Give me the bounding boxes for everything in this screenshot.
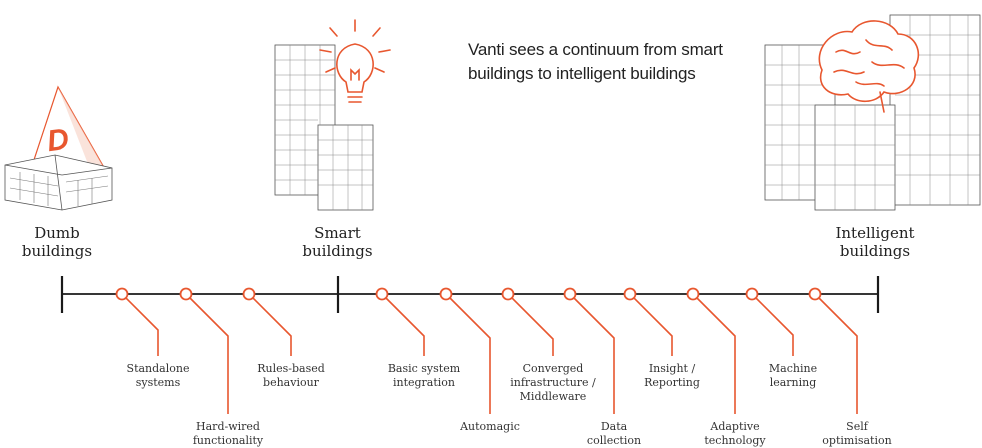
stage-connector	[751, 293, 794, 356]
stage-label-line: optimisation	[822, 434, 892, 447]
stage-label-line: Standalone	[126, 362, 190, 375]
stage-connector	[814, 293, 858, 414]
stage-label-line: Rules-based	[257, 362, 325, 375]
stage-connector	[185, 293, 229, 414]
stage-label-line: Self	[846, 420, 868, 433]
stage-label-line: Converged	[522, 362, 584, 375]
category-intelligent: Intelligent buildings	[820, 224, 930, 260]
stage-node	[501, 287, 515, 301]
stage-node	[439, 287, 453, 301]
dumb-building-illustration: D	[4, 85, 113, 211]
headline: Vanti sees a continuum from smart buildi…	[468, 40, 723, 83]
stage-label-line: infrastructure /	[510, 376, 596, 389]
stage-connector	[121, 293, 159, 356]
stage-label-line: collection	[586, 434, 642, 447]
stage-label-line: technology	[704, 434, 766, 447]
stage-connector	[445, 293, 491, 414]
stage-label-line: Hard-wired	[196, 420, 260, 433]
lightbulb-icon	[319, 19, 391, 103]
brain-icon	[818, 20, 920, 113]
stage-label-line: systems	[135, 376, 181, 389]
stage-label-line: Machine	[768, 362, 818, 375]
stage-node	[375, 287, 389, 301]
stage-label-line: Middleware	[519, 390, 587, 403]
stage-node	[563, 287, 577, 301]
category-intelligent-line2: buildings	[839, 242, 911, 260]
stage-label-line: functionality	[192, 434, 264, 447]
category-dumb: Dumb buildings	[12, 224, 102, 260]
stage-label-line: learning	[769, 376, 817, 389]
stage-node	[242, 287, 256, 301]
smart-building-illustration	[274, 44, 374, 211]
category-dumb-line2: buildings	[21, 242, 93, 260]
stage-node	[686, 287, 700, 301]
stage-label-line: Adaptive	[710, 420, 760, 433]
stage-label-line: integration	[392, 376, 456, 389]
category-smart-line1: Smart	[314, 224, 361, 242]
stage-connector	[629, 293, 673, 356]
logo-d: D	[45, 123, 71, 159]
stage-label-line: Automagic	[460, 420, 520, 433]
stage-node	[808, 287, 822, 301]
category-dumb-line1: Dumb	[34, 224, 80, 242]
stage-label-line: Basic system	[387, 362, 461, 375]
stage-label-line: Insight /	[648, 362, 696, 375]
stage-label: Automagic	[435, 420, 545, 434]
stage-node	[115, 287, 129, 301]
stage-label-line: Data	[600, 420, 628, 433]
stage-connector	[248, 293, 292, 356]
category-intelligent-line1: Intelligent	[835, 224, 915, 242]
stage-label-line: Reporting	[644, 376, 700, 389]
stage-node	[623, 287, 637, 301]
stage-connector	[569, 293, 615, 414]
timeline	[60, 276, 880, 414]
stage-label-line: behaviour	[263, 376, 319, 389]
stage-connector	[692, 293, 736, 414]
stage-node	[179, 287, 193, 301]
stage-connector	[507, 293, 554, 356]
category-smart: Smart buildings	[285, 224, 390, 260]
category-smart-line2: buildings	[302, 242, 373, 260]
stage-node	[745, 287, 759, 301]
stage-connector	[381, 293, 425, 356]
stage-label: Insight /Reporting	[617, 362, 727, 390]
